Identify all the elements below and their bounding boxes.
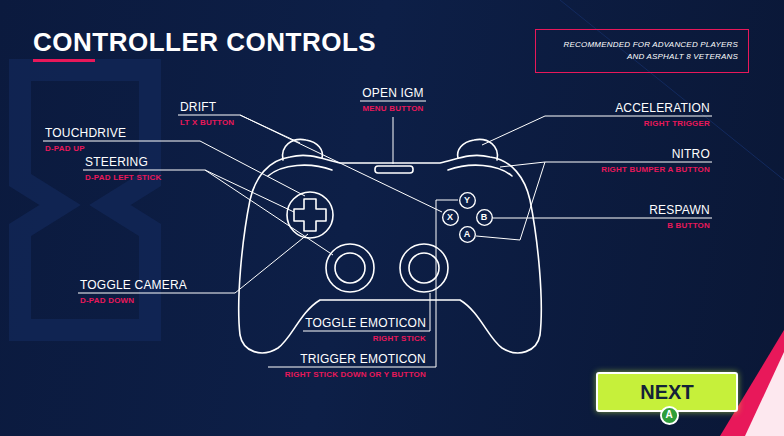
control-name: ACCELERATION [615, 101, 710, 115]
button-letter: B [481, 212, 488, 222]
control-binding: MENU BUTTON [362, 104, 423, 113]
button-letter: Y [464, 195, 470, 205]
button-badge: A [660, 406, 679, 425]
control-name: OPEN IGM [362, 86, 424, 100]
control-binding: D-PAD LEFT STICK [85, 173, 161, 182]
button-circle-shape [476, 209, 492, 225]
face-button: Y [459, 192, 476, 209]
leader-line [205, 170, 333, 255]
title-underline [33, 59, 95, 62]
control-name: RESPAWN [649, 203, 710, 217]
leader-line [393, 117, 394, 164]
leader-line [493, 218, 712, 219]
menu-button [375, 166, 413, 173]
screen-title: CONTROLLER CONTROLS [33, 27, 376, 57]
leader-line [78, 234, 308, 293]
leader-line [268, 200, 458, 367]
leader-line [360, 101, 426, 102]
control-name: TOGGLE EMOTICON [305, 316, 426, 330]
control-binding: LT X BUTTON [180, 118, 234, 127]
button-circle-shape [660, 406, 677, 423]
dpad-ring [287, 192, 333, 238]
control-binding: D-PAD UP [45, 144, 85, 153]
button-circle-shape [459, 226, 475, 242]
control-name: NITRO [672, 147, 710, 161]
control-name: DRIFT [180, 100, 216, 114]
left-stick-ring [326, 244, 374, 292]
left-stick [335, 253, 365, 283]
control-name: STEERING [85, 155, 148, 169]
corner-stripe [745, 352, 784, 436]
control-name: TOUCHDRIVE [45, 126, 126, 140]
leader-line [482, 116, 712, 145]
button-circle-shape [459, 192, 475, 208]
right-stick [409, 253, 439, 283]
faint-stripe [560, 0, 784, 180]
leader-line [303, 293, 430, 331]
dpad [294, 199, 326, 231]
leader-line [476, 162, 545, 240]
control-binding: B BUTTON [667, 221, 710, 230]
face-button: B [476, 209, 493, 226]
left-trigger [283, 139, 323, 160]
leader-line [240, 115, 442, 212]
button-label: NEXT [598, 374, 736, 403]
button-letter: X [447, 212, 453, 222]
control-name: TRIGGER EMOTICON [300, 352, 426, 366]
face-button: X [442, 209, 459, 226]
right-stick-ring [400, 244, 448, 292]
control-name: TOGGLE CAMERA [80, 278, 187, 292]
control-binding: D-PAD DOWN [80, 296, 134, 305]
control-binding: RIGHT STICK [373, 334, 426, 343]
right-trigger [458, 139, 498, 160]
leader-line [43, 141, 305, 196]
control-binding: RIGHT TRIGGER [644, 119, 710, 128]
note-box: RECOMMENDED FOR ADVANCED PLAYERS AND ASP… [535, 29, 749, 73]
control-binding: RIGHT STICK DOWN OR Y BUTTON [285, 370, 426, 379]
control-binding: RIGHT BUMPER A BUTTON [601, 165, 710, 174]
button-circle-shape [442, 209, 458, 225]
note-text: RECOMMENDED FOR ADVANCED PLAYERS AND ASP… [550, 39, 738, 63]
next-button: NEXTA [596, 372, 738, 412]
button-letter: A [665, 410, 672, 420]
face-button: A [459, 226, 476, 243]
button-letter: A [464, 229, 471, 239]
leader-line [83, 170, 294, 212]
left-bumper [268, 165, 332, 176]
leader-line [178, 115, 300, 143]
